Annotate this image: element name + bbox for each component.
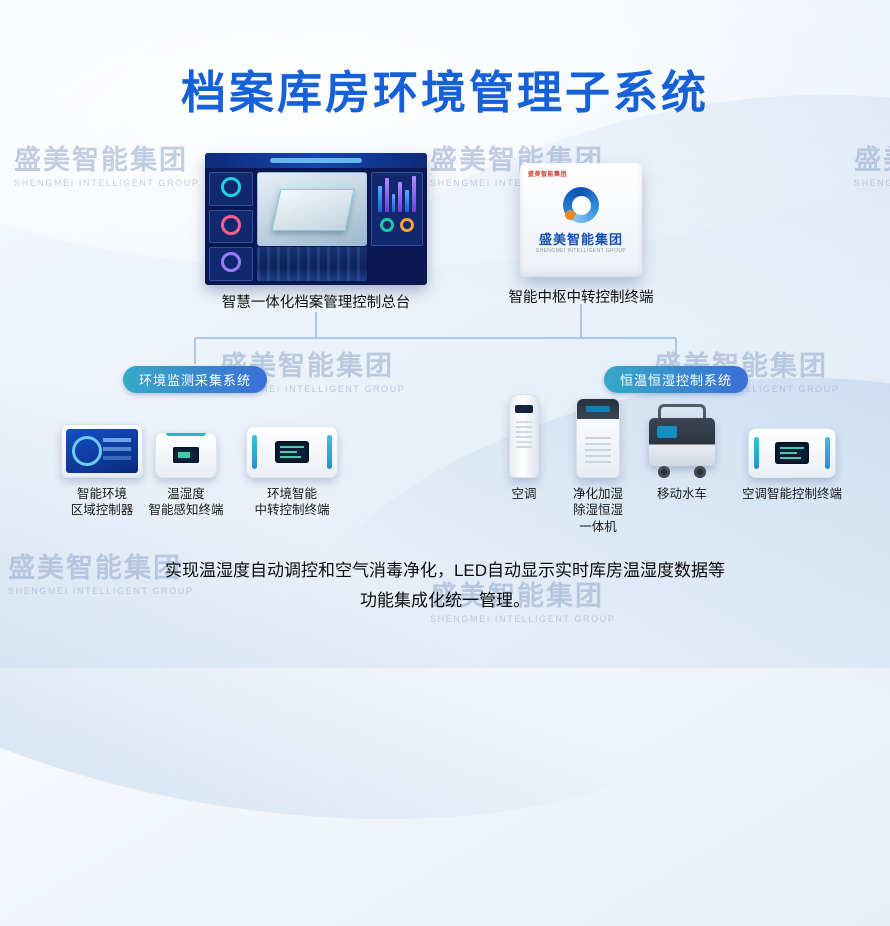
watermark-en: SHENGMEI INTELLIGENT GROUP — [14, 177, 200, 188]
device-air-conditioner — [509, 394, 539, 478]
device-mobile-water-cart — [649, 404, 715, 478]
device-env-relay-terminal-label: 环境智能 中转控制终端 — [254, 487, 330, 518]
badge-monitoring-system: 环境监测采集系统 — [122, 366, 268, 393]
device-purifier-humidifier-label: 净化加湿 除湿恒湿 一体机 — [572, 487, 624, 534]
footer-description: 实现温湿度自动调控和空气消毒净化，LED自动显示实时库房温湿度数据等 功能集成化… — [0, 556, 890, 616]
hub-logo-en: SHENGMEI INTELLIGENT GROUP — [535, 248, 627, 254]
device-air-conditioner-label: 空调 — [511, 487, 537, 501]
device-zone-controller-label: 智能环境 区域控制器 — [70, 487, 134, 518]
footer-line-2: 功能集成化统一管理。 — [360, 590, 530, 610]
hub-logo-cn: 盛美智能集团 — [538, 232, 623, 247]
hub-label: 智能中枢中转控制终端 — [508, 290, 654, 306]
donut-charts — [372, 215, 422, 232]
footer-line-1: 实现温湿度自动调控和空气消毒净化，LED自动显示实时库房温湿度数据等 — [164, 561, 726, 580]
badge-hvac-system: 恒温恒湿控制系统 — [603, 366, 749, 393]
gauge-ring — [221, 177, 241, 197]
watermark: 盛美智能集团 SHENGMEI INTELLIGENT GROUP — [14, 145, 200, 189]
device-zone-controller — [61, 424, 143, 478]
bar-chart — [372, 173, 422, 215]
dashboard-charts-panel — [371, 172, 423, 246]
device-ac-control-terminal-label: 空调智能控制终端 — [741, 487, 843, 501]
device-ac-control-terminal — [748, 428, 836, 478]
company-logo-icon — [563, 187, 599, 223]
hub-corner-logo: 盛美智能集团 — [528, 172, 568, 178]
dashboard-photo-strip — [257, 247, 367, 281]
watermark: 盛美智能集团 SHENGMEI INTELLIGENT GROUP — [854, 145, 890, 189]
watermark-en: SHENGMEI INTELLIGENT GROUP — [854, 177, 890, 188]
dashboard-titlebar — [205, 153, 427, 168]
watermark-cn: 盛美智能集团 — [14, 145, 188, 175]
dashboard-gauges-panel — [209, 172, 253, 282]
background-wave — [234, 310, 890, 926]
device-temp-humidity-sensor — [155, 432, 217, 478]
device-env-relay-terminal — [246, 426, 338, 478]
gauge-ring — [221, 214, 241, 235]
background-wave — [0, 0, 890, 327]
hub-device: 盛美智能集团 盛美智能集团 SHENGMEI INTELLIGENT GROUP — [520, 163, 642, 277]
watermark-cn: 盛美智能集团 — [854, 145, 890, 175]
page-title: 档案库房环境管理子系统 — [180, 67, 709, 118]
gauge-ring — [221, 252, 241, 273]
device-purifier-humidifier — [576, 398, 620, 478]
console-label: 智慧一体化档案管理控制总台 — [221, 295, 411, 311]
watermark-en: SHENGMEI INTELLIGENT GROUP — [430, 613, 616, 624]
device-mobile-water-cart-label: 移动水车 — [656, 487, 708, 501]
device-temp-humidity-sensor-label: 温湿度 智能感知终端 — [148, 487, 224, 518]
dashboard-thumbnail — [205, 153, 427, 285]
dashboard-3d-room — [257, 172, 367, 246]
